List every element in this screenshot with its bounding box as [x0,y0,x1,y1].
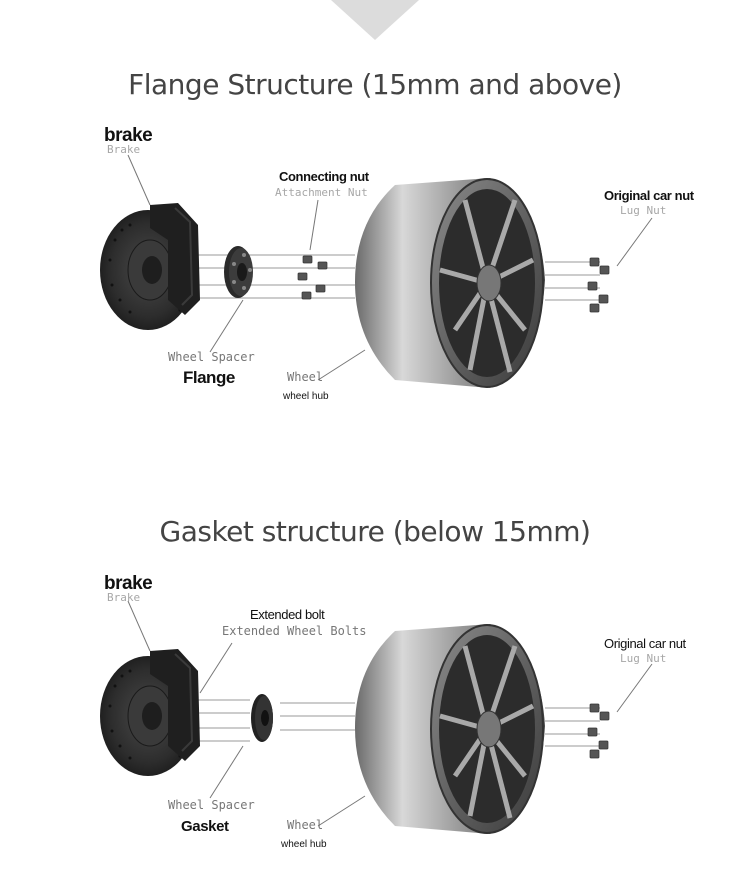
section-title: Gasket structure (below 15mm) [159,515,591,548]
caliper-icon [150,203,200,315]
attachment-nut-sublabel: Attachment Nut [275,186,368,199]
lug-nut-sublabel: Lug Nut [620,652,667,665]
wheel-sublabel: Wheel [287,818,324,832]
spacer-icon [224,246,253,298]
brake-sublabel: Brake [107,143,141,156]
gasket-section: Gasket structure (below 15mm) [0,448,750,878]
leader-lines [127,600,653,827]
extended-bolt-label: Extended bolt [250,607,325,622]
brake-label: brake [104,573,153,594]
wheel-hub-label: wheel hub [283,391,329,402]
original-nut-label: Original car nut [604,188,694,203]
nut-icon [587,703,610,759]
nut-icon [587,257,610,313]
leader-lines [127,154,653,381]
section-title: Flange Structure (15mm and above) [128,68,622,101]
wheel-spacer-sublabel: Wheel Spacer [168,350,255,364]
extended-bolts-sublabel: Extended Wheel Bolts [222,624,367,638]
flange-section: Flange Structure (15mm and above) [0,0,750,430]
wheel-sublabel: Wheel [287,370,324,384]
brake-label: brake [104,125,153,146]
original-nut-label: Original car nut [604,636,686,651]
brake-sublabel: Brake [107,591,141,604]
caliper-icon [150,649,200,761]
connecting-nut-label: Connecting nut [279,169,369,184]
wheel-spacer-sublabel: Wheel Spacer [168,798,255,812]
gasket-label: Gasket [181,818,229,835]
flange-exploded-diagram [100,154,653,388]
wheel-hub-label: wheel hub [281,839,327,850]
top-chevron-decoration [331,0,419,40]
gasket-exploded-diagram [100,600,653,834]
lug-nut-sublabel: Lug Nut [620,204,667,217]
spacer-icon [251,694,273,742]
wheel-icon [355,178,545,388]
flange-label: Flange [183,368,235,387]
nut-icon [297,255,328,300]
wheel-icon [355,624,545,834]
